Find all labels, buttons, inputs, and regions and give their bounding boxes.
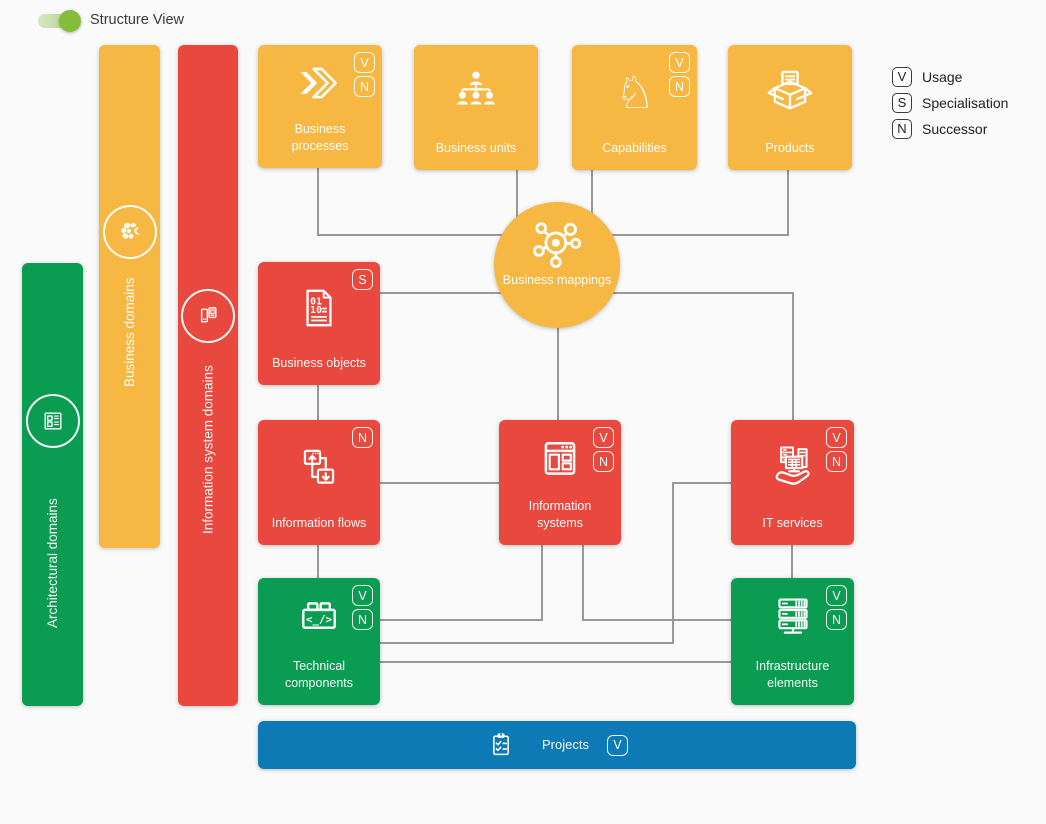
successor-badge: N [352, 427, 373, 448]
successor-label: Successor [922, 120, 988, 137]
node-information-systems[interactable]: V N Information systems [499, 420, 621, 545]
connector-information-systems-to-technical-components [380, 543, 543, 621]
node-label: Business objects [272, 356, 366, 371]
connector-business-processes-to-business-mappings [317, 166, 520, 236]
information-system-domains-icon [181, 289, 235, 343]
legend-row-usage: V Usage [892, 66, 1008, 87]
usage-badge: V [669, 52, 690, 73]
connector-products-to-business-mappings [600, 168, 789, 236]
technical-components-icon: <_/> [258, 578, 380, 658]
products-icon [728, 45, 852, 138]
architectural-domains-label: Architectural domains [45, 498, 60, 628]
specialisation-badge: S [352, 269, 373, 290]
capabilities-icon: ♘ [572, 45, 697, 138]
successor-badge: N [826, 451, 847, 472]
usage-badge: V [892, 66, 912, 87]
connector-it-services-to-technical-components [380, 482, 733, 644]
node-label: Infrastructure elements [755, 659, 830, 691]
connector-business-mappings-to-it-services [604, 292, 794, 422]
node-it-services[interactable]: V N IT services [731, 420, 854, 545]
node-infrastructure-elements[interactable]: V N Infrastructure elements [731, 578, 854, 705]
business-domains-label: Business domains [122, 277, 137, 388]
node-label: Capabilities [602, 141, 667, 156]
successor-badge: N [669, 76, 690, 97]
projects-icon [486, 730, 516, 760]
structure-view-toggle[interactable] [38, 10, 81, 32]
node-label: Information systems [528, 499, 592, 531]
business-processes-icon [258, 45, 382, 121]
legend: V Usage S Specialisation N Successor [892, 66, 1008, 139]
information-system-domains-label: Information system domains [200, 365, 216, 535]
successor-badge: N [593, 451, 614, 472]
usage-badge: V [826, 585, 847, 606]
node-label: Products [765, 141, 815, 156]
toggle-knob[interactable] [59, 10, 81, 32]
svg-text:♘: ♘ [614, 65, 654, 118]
architectural-domains-icon [25, 394, 80, 448]
node-label: Technical components [284, 659, 354, 691]
node-label: Business units [435, 141, 517, 156]
business-domains-icon [102, 205, 157, 259]
successor-badge: N [352, 609, 373, 630]
usage-badge: V [606, 734, 628, 756]
information-system-domains-bar[interactable]: Information system domains [178, 45, 238, 706]
business-objects-icon: 01 10 [258, 262, 380, 353]
node-label: Business processes [291, 122, 349, 154]
legend-row-specialisation: S Specialisation [892, 92, 1008, 113]
node-capabilities[interactable]: V N ♘ Capabilities [572, 45, 697, 170]
node-information-flows[interactable]: N Information flows [258, 420, 380, 545]
node-products[interactable]: Products [728, 45, 852, 170]
node-business-mappings[interactable]: Business mappings [494, 202, 620, 328]
usage-badge: V [593, 427, 614, 448]
node-business-objects[interactable]: S 01 10 Business objects [258, 262, 380, 385]
node-label: Projects [542, 737, 589, 753]
successor-badge: N [892, 118, 912, 139]
node-label: IT services [762, 516, 823, 531]
usage-badge: V [826, 427, 847, 448]
information-systems-icon [499, 420, 621, 498]
architectural-domains-bar[interactable]: Architectural domains [22, 263, 83, 706]
node-label: Information flows [271, 516, 367, 531]
usage-badge: V [352, 585, 373, 606]
node-projects[interactable]: Projects V [258, 721, 856, 769]
structure-view-toggle-group: Structure View [38, 10, 185, 32]
usage-badge: V [354, 52, 375, 73]
successor-badge: N [826, 609, 847, 630]
information-flows-icon [258, 420, 380, 513]
svg-text:01: 01 [310, 296, 322, 307]
node-business-units[interactable]: Business units [414, 45, 538, 170]
business-units-icon [414, 45, 538, 138]
it-services-icon [731, 420, 854, 513]
svg-text:10: 10 [310, 305, 322, 316]
infrastructure-elements-icon [731, 578, 854, 658]
usage-label: Usage [922, 68, 963, 85]
successor-badge: N [354, 76, 375, 97]
node-business-processes[interactable]: V N Business processes [258, 45, 382, 168]
specialisation-label: Specialisation [922, 94, 1009, 111]
connector-information-systems-to-infrastructure-elements [582, 543, 733, 621]
node-label: Business mappings [502, 273, 612, 287]
business-mappings-icon [494, 216, 620, 272]
structure-view-label: Structure View [90, 11, 185, 28]
svg-text:<_/>: <_/> [306, 613, 333, 626]
business-domains-bar[interactable]: Business domains [99, 45, 160, 548]
node-technical-components[interactable]: V N <_/> Technical components [258, 578, 380, 705]
specialisation-badge: S [892, 92, 912, 113]
legend-row-successor: N Successor [892, 118, 1008, 139]
